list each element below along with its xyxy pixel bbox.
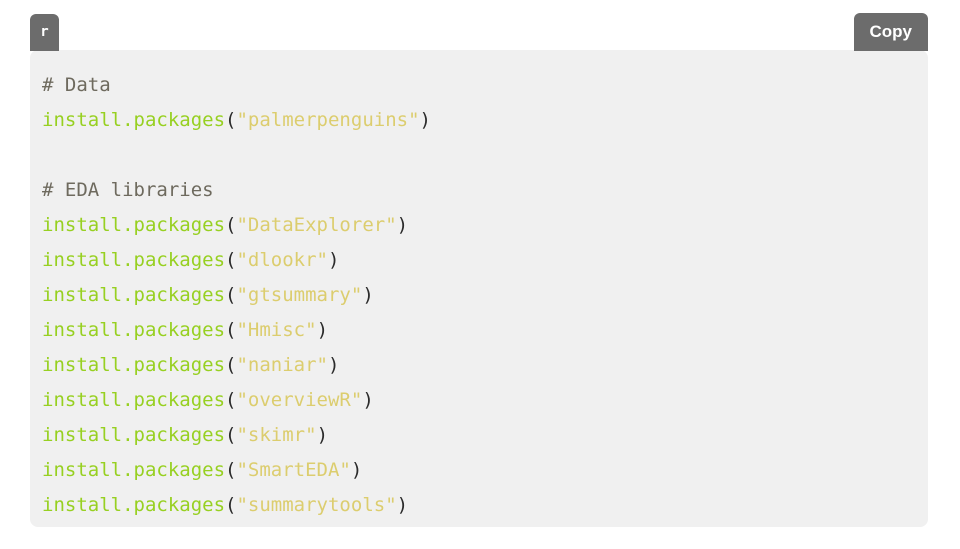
token-paren-close: ) (419, 109, 431, 131)
token-function: install.packages (42, 354, 226, 376)
code-line: install.packages("overviewR") (42, 383, 431, 418)
language-tab: r (30, 14, 59, 51)
token-paren-open: ( (225, 109, 237, 131)
token-string: "summarytools" (236, 494, 397, 516)
token-paren-close: ) (396, 494, 409, 516)
code-line: install.packages("skimr") (42, 418, 431, 453)
token-paren-close: ) (362, 284, 374, 306)
token-paren-close: ) (396, 214, 409, 236)
code-line: install.packages("palmerpenguins") (42, 103, 431, 138)
token-string: "skimr" (236, 424, 317, 446)
code-line: install.packages("naniar") (42, 348, 431, 383)
code-line: # EDA libraries (42, 173, 431, 208)
token-paren-close: ) (350, 459, 363, 481)
token-string: "palmerpenguins" (236, 109, 420, 131)
token-string: "overviewR" (236, 389, 363, 411)
token-function: install.packages (42, 459, 226, 481)
token-function: install.packages (42, 214, 226, 236)
token-comment: # EDA libraries (42, 179, 214, 201)
token-function: install.packages (42, 424, 226, 446)
token-paren-open: ( (225, 214, 237, 236)
code-line: install.packages("summarytools") (42, 488, 431, 523)
token-function: install.packages (42, 494, 226, 516)
token-function: install.packages (42, 249, 226, 271)
code-line: install.packages("SmartEDA") (42, 453, 431, 488)
token-paren-open: ( (225, 319, 237, 341)
token-paren-open: ( (225, 249, 237, 271)
token-string: "Hmisc" (236, 319, 317, 341)
code-line: install.packages("Hmisc") (42, 313, 431, 348)
token-paren-close: ) (316, 424, 329, 446)
code-line: install.packages("gtsummary") (42, 278, 431, 313)
token-paren-close: ) (328, 354, 340, 376)
token-function: install.packages (42, 284, 226, 306)
token-string: "gtsummary" (236, 284, 363, 306)
token-paren-open: ( (225, 459, 237, 481)
token-function: install.packages (42, 389, 226, 411)
token-paren-open: ( (225, 354, 237, 376)
token-function: install.packages (42, 319, 226, 341)
code-line (42, 138, 431, 173)
token-paren-open: ( (225, 494, 237, 516)
token-string: "dlookr" (236, 249, 328, 271)
token-paren-close: ) (328, 249, 340, 271)
token-paren-close: ) (362, 389, 374, 411)
code-line: install.packages("DataExplorer") (42, 208, 431, 243)
copy-button[interactable]: Copy (853, 13, 928, 51)
code-line: # Data (42, 68, 431, 103)
token-paren-open: ( (225, 389, 237, 411)
token-paren-close: ) (316, 319, 329, 341)
code-line: install.packages("dlookr") (42, 243, 431, 278)
token-string: "naniar" (236, 354, 328, 376)
token-paren-open: ( (225, 284, 237, 306)
token-string: "SmartEDA" (236, 459, 351, 481)
token-string: "DataExplorer" (236, 214, 397, 236)
token-function: install.packages (42, 109, 226, 131)
token-comment: # Data (42, 74, 111, 96)
token-paren-open: ( (225, 424, 237, 446)
